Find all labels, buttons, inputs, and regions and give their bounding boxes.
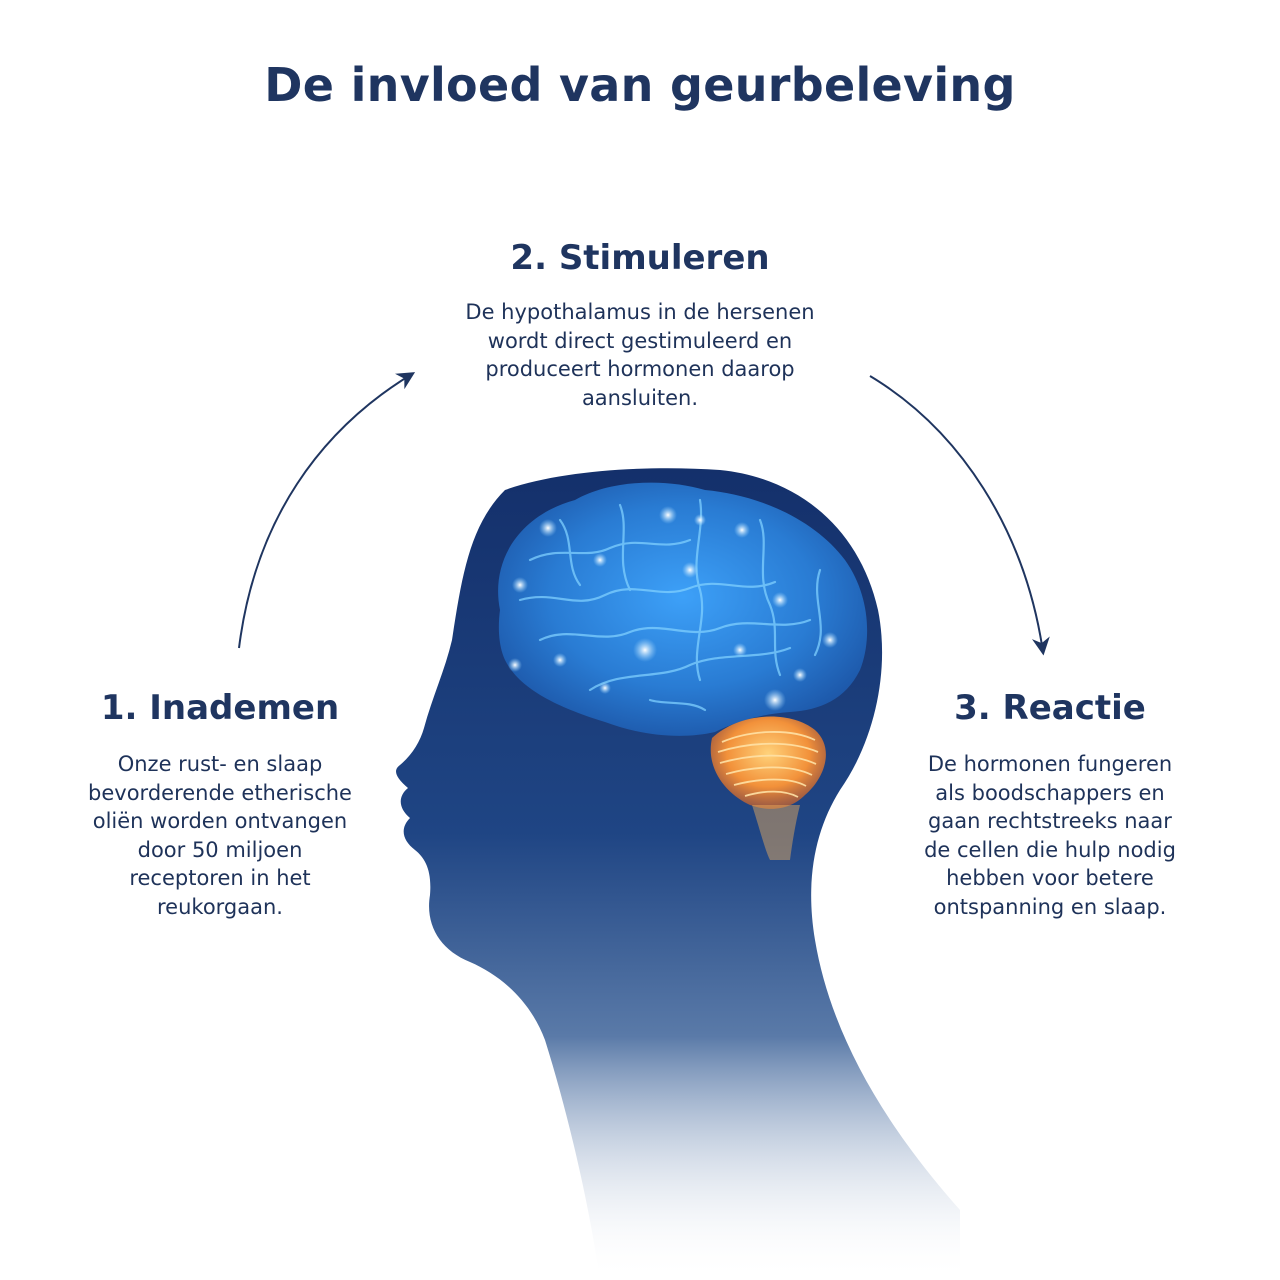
step-1-description: Onze rust- en slaap bevorderende etheris… (88, 752, 352, 919)
arrow-inademen-to-stimuleren (238, 372, 416, 649)
arrow-stimuleren-to-reactie (869, 375, 1050, 656)
step-3-description: De hormonen fungeren als boodschappers e… (924, 752, 1176, 919)
neuron-sparkles (508, 506, 838, 711)
brain (498, 482, 868, 736)
step-1-title: 1. Inademen (100, 688, 340, 728)
step-3-title: 3. Reactie (954, 688, 1146, 728)
page-title: De invloed van geurbeleving (264, 58, 1016, 112)
brain-folds (518, 498, 822, 712)
step-2-title: 2. Stimuleren (510, 238, 770, 278)
step-2-description: De hypothalamus in de hersenen wordt dir… (465, 300, 815, 410)
cerebellum (710, 716, 826, 860)
